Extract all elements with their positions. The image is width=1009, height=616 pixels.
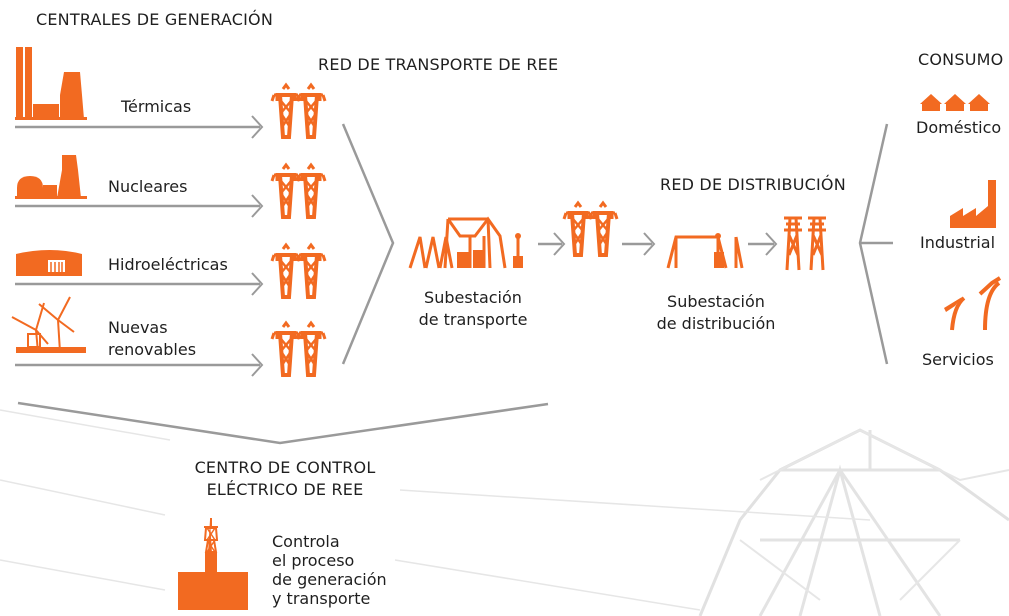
wind-turbine-icon: [11, 296, 86, 353]
distribution-header: RED DE DISTRIBUCIÓN: [660, 175, 846, 194]
industrial-label: Industrial: [920, 233, 996, 252]
transport-pylon-icon: [272, 245, 325, 297]
hydro-label: Hidroeléctricas: [108, 255, 228, 274]
streetlight-icon: [944, 276, 1002, 331]
renewables-label-line1: Nuevas: [108, 318, 168, 337]
control-header-line1: CENTRO DE CONTROL: [194, 458, 376, 477]
transport-substation-icon: [408, 216, 523, 269]
renewables-label-line2: renovables: [108, 340, 197, 359]
distribution-pole-icon: [784, 216, 826, 271]
factory-icon: [950, 180, 996, 228]
domestic-label: Doméstico: [916, 118, 1002, 137]
hydro-plant-icon: [16, 250, 82, 276]
services-label: Servicios: [922, 350, 994, 369]
transport-substation-label-line2: de transporte: [418, 310, 528, 329]
transport-pylon-icon: [272, 165, 325, 217]
control-desc-line3: de generación: [272, 570, 387, 589]
transport-header: RED DE TRANSPORTE DE REE: [318, 55, 559, 74]
nuclear-plant-icon: [15, 155, 87, 199]
transport-pylon-icon: [272, 85, 325, 137]
distribution-substation-icon: [666, 233, 744, 269]
thermal-plant-icon: [15, 47, 87, 120]
control-tower-icon: [178, 518, 248, 610]
transport-substation-label-line1: Subestación: [424, 288, 522, 307]
control-desc-line1: Controla: [272, 532, 340, 551]
control-desc-line4: y transporte: [272, 589, 371, 608]
generation-arrows: [15, 115, 263, 377]
houses-icon: [920, 94, 990, 111]
consumption-header: CONSUMO: [918, 50, 1004, 69]
generation-header: CENTRALES DE GENERACIÓN: [36, 10, 273, 29]
distribution-substation-label-line1: Subestación: [667, 292, 765, 311]
control-desc-line2: el proceso: [272, 551, 355, 570]
transport-pylon-icon: [272, 323, 325, 375]
watermark-pylon: [698, 428, 1009, 616]
thermal-label: Térmicas: [121, 97, 192, 116]
distribution-substation-label-line2: de distribución: [656, 314, 776, 333]
nuclear-label: Nucleares: [108, 177, 188, 196]
control-header-line2: ELÉCTRICO DE REE: [206, 480, 364, 499]
middle-pylon-icon: [564, 203, 617, 255]
